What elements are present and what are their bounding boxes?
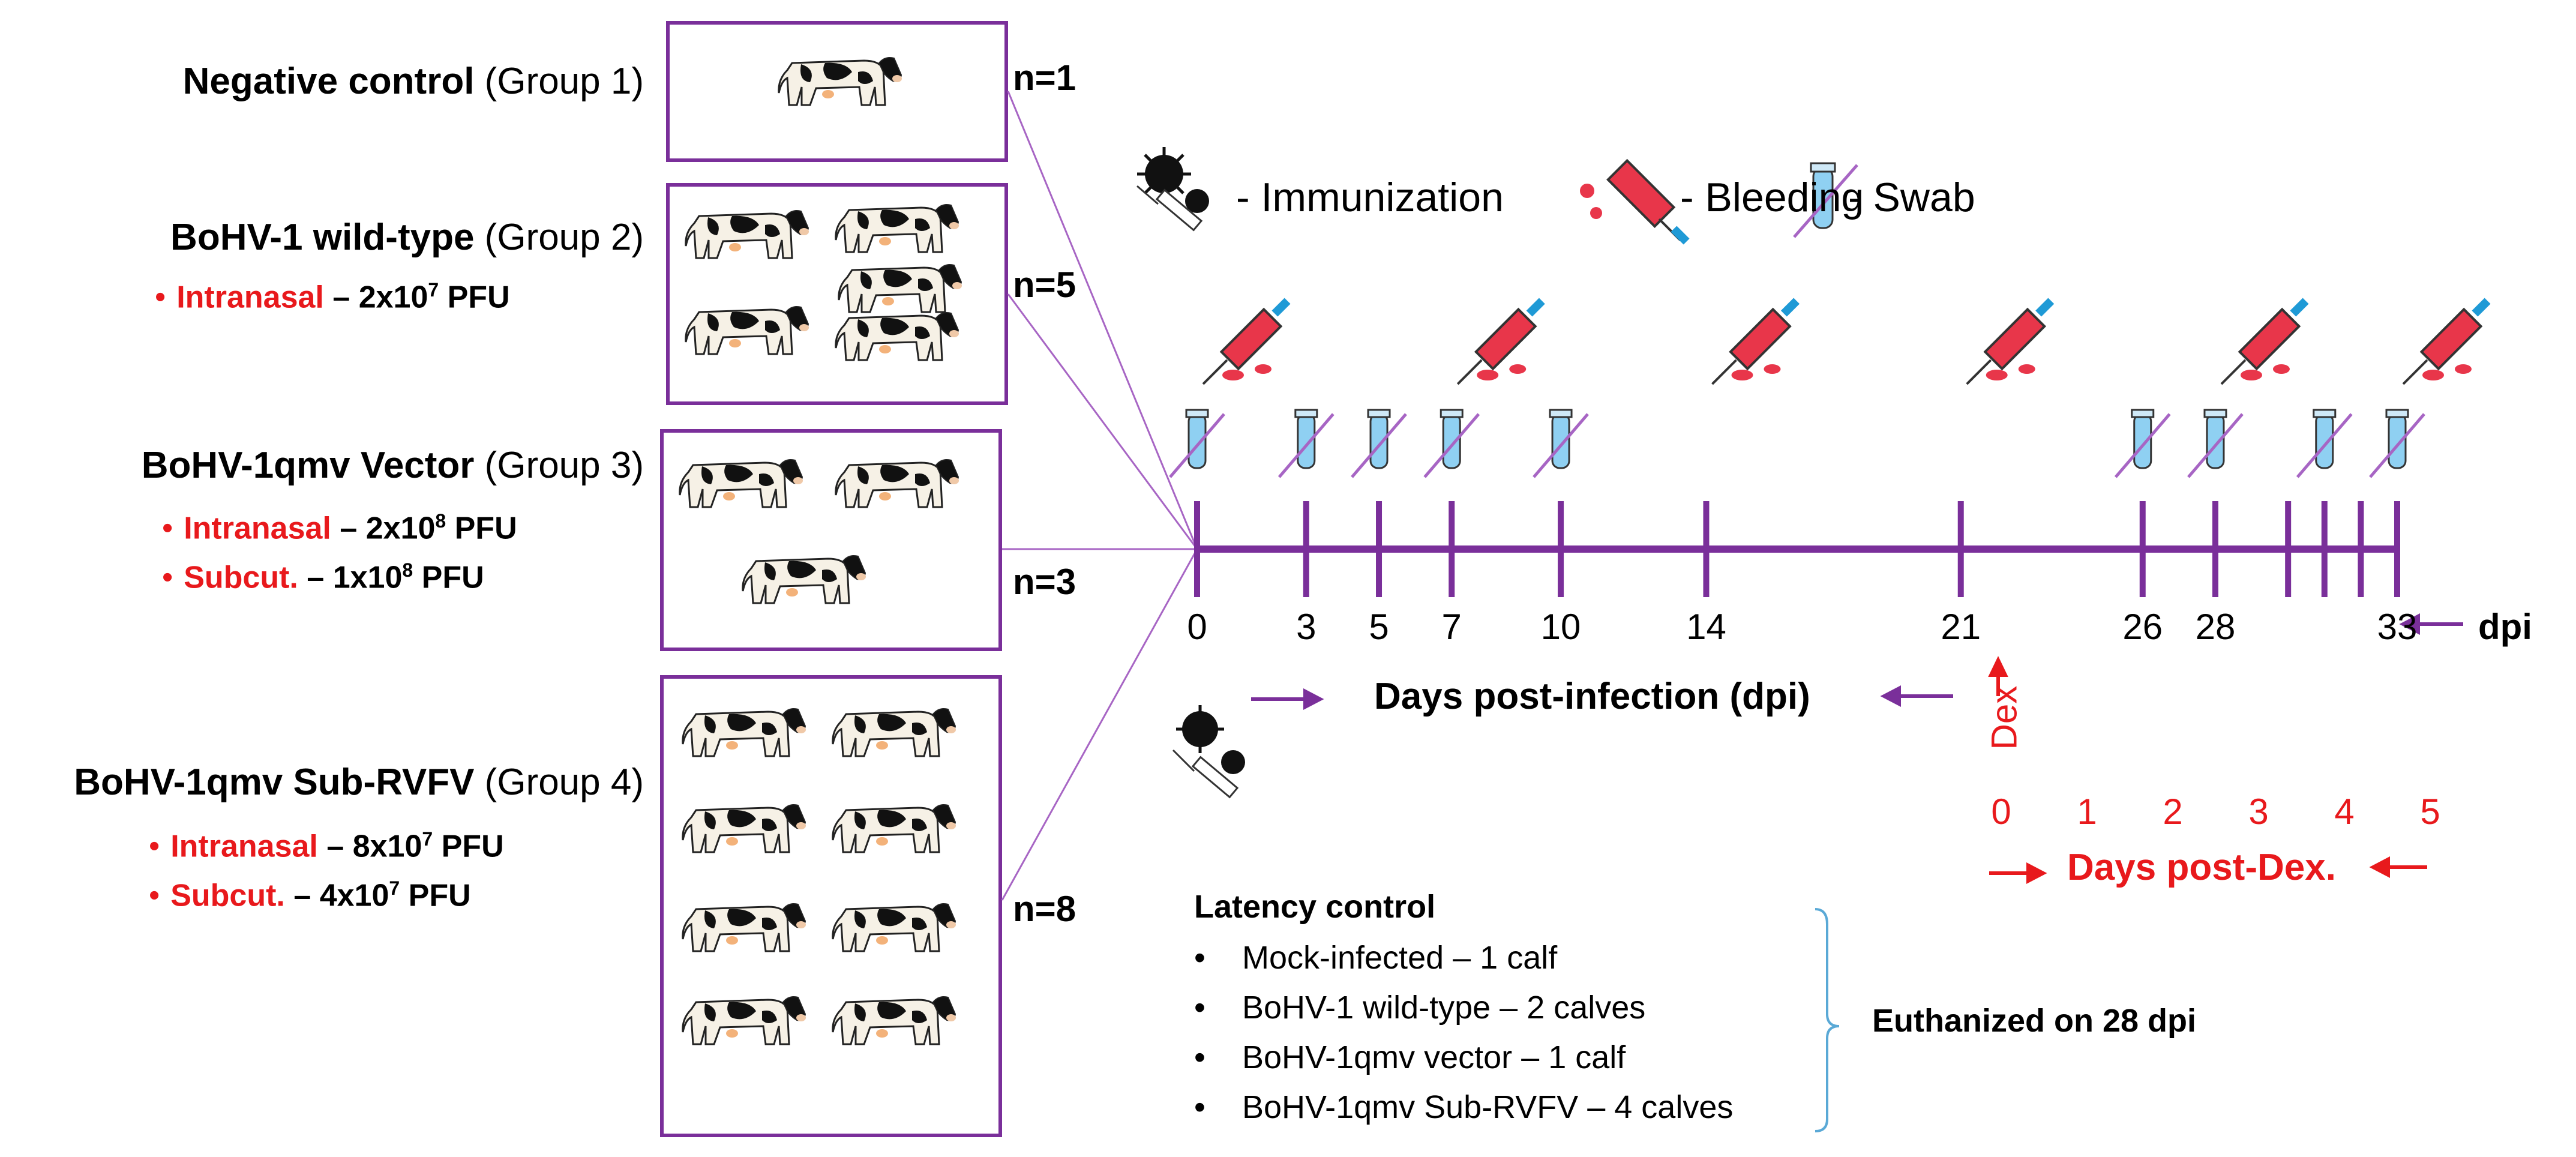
group3-n: n=3 xyxy=(1013,562,1076,602)
timeline-tick-label: 7 xyxy=(1441,607,1462,647)
group4-route-2: •Subcut. – 4x107 PFU xyxy=(149,877,471,913)
syringe-icon xyxy=(1966,298,2055,385)
syringe-icon xyxy=(2220,298,2309,385)
swab-icon xyxy=(2296,409,2353,478)
latency-item-2: •BoHV-1 wild-type – 2 calves xyxy=(1194,990,1646,1026)
group1-title: Negative control (Group 1) xyxy=(182,61,644,102)
group1-box xyxy=(666,21,1008,162)
syringe-icon xyxy=(2402,298,2491,385)
latency-note: Euthanized on 28 dpi xyxy=(1872,1003,2197,1039)
swab-icon xyxy=(1351,409,1407,478)
latency-item-3: •BoHV-1qmv vector – 1 calf xyxy=(1194,1039,1626,1075)
swab-icon xyxy=(1533,409,1589,478)
dex-day-label: 5 xyxy=(2420,792,2440,832)
immunization-icon xyxy=(1172,705,1245,799)
timeline-tick-label: 0 xyxy=(1187,607,1207,647)
timeline-tick-label: 33 xyxy=(2377,607,2418,647)
swab-icon xyxy=(1277,409,1335,478)
timeline-tick-label: 5 xyxy=(1369,607,1389,647)
swab-icon xyxy=(1423,409,1480,478)
virus-syringe-icon xyxy=(1136,147,1209,232)
group3-title: BoHV-1qmv Vector (Group 3) xyxy=(141,445,644,486)
group3-route-2: •Subcut. – 1x108 PFU xyxy=(162,559,484,595)
dex-axis-title: Days post-Dex. xyxy=(2067,847,2336,888)
dpi-axis-title: Days post-infection (dpi) xyxy=(1374,676,1810,717)
dex-day-label: 4 xyxy=(2334,792,2355,832)
dpi-unit-label: dpi xyxy=(2478,607,2532,647)
timeline-tick-label: 3 xyxy=(1296,607,1317,647)
timeline-tick-label: 28 xyxy=(2195,607,2236,647)
syringe-icon xyxy=(1711,298,1800,385)
group1-n: n=1 xyxy=(1013,58,1076,98)
swab-icon xyxy=(1169,409,1225,478)
dex-day-label: 3 xyxy=(2248,792,2269,832)
group2-n: n=5 xyxy=(1013,265,1076,305)
latency-item-1: •Mock-infected – 1 calf xyxy=(1194,940,1558,976)
group2-route-1: •Intranasal – 2x107 PFU xyxy=(155,279,510,315)
group4-route-1: •Intranasal – 8x107 PFU xyxy=(149,828,504,864)
dex-day-label: 2 xyxy=(2163,792,2183,832)
group3-route-1: •Intranasal – 2x108 PFU xyxy=(162,510,517,546)
dex-day-label: 0 xyxy=(1991,792,2011,832)
swab-icon xyxy=(2187,409,2244,478)
group4-n: n=8 xyxy=(1013,889,1076,929)
latency-brace xyxy=(1815,908,1840,1132)
syringe-legend-icon xyxy=(1580,158,1690,245)
dex-marker: Dex xyxy=(1984,685,2025,750)
timeline-tick-label: 10 xyxy=(1540,607,1581,647)
syringe-icon xyxy=(1202,298,1291,385)
timeline-tick-label: 21 xyxy=(1941,607,1981,647)
group2-title: BoHV-1 wild-type (Group 2) xyxy=(170,217,644,258)
latency-item-4: •BoHV-1qmv Sub-RVFV – 4 calves xyxy=(1194,1089,1734,1125)
syringe-icon xyxy=(1456,298,1545,385)
swab-icon xyxy=(2369,409,2425,478)
dex-day-label: 1 xyxy=(2077,792,2097,832)
legend-swab: - Swab xyxy=(1848,175,1975,220)
latency-title: Latency control xyxy=(1194,889,1436,925)
swab-icon xyxy=(2114,409,2171,478)
legend-bleeding: - Bleeding xyxy=(1680,175,1864,220)
group4-title: BoHV-1qmv Sub-RVFV (Group 4) xyxy=(74,762,644,803)
timeline-tick-label: 14 xyxy=(1686,607,1726,647)
swab-legend-icon xyxy=(1793,162,1858,238)
timeline-tick-label: 26 xyxy=(2122,607,2163,647)
legend-immunization: - Immunization xyxy=(1236,175,1504,220)
